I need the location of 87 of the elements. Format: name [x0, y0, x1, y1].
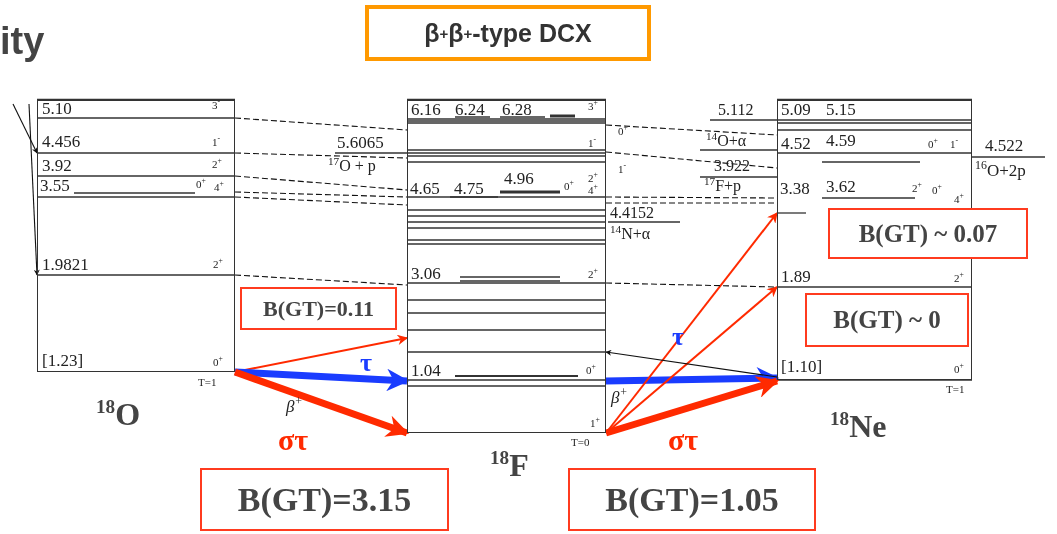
operator-label: στ: [668, 425, 699, 455]
level-energy: 3.06: [411, 265, 441, 282]
level-energy: 6.28: [502, 101, 532, 118]
spin-parity: 4$^{+}$: [588, 185, 598, 196]
dashed-connector: [234, 152, 408, 159]
spin-parity: 2$^{+}$: [212, 159, 222, 170]
heading-fragment: ity: [0, 22, 45, 60]
threshold-label: $^{17}$F+p: [704, 178, 742, 194]
threshold-label: $^{14}$O+α: [706, 133, 747, 149]
arrow: [28, 103, 40, 276]
level-energy: 3.92: [42, 157, 72, 174]
threshold-energy: 4.4152: [610, 205, 654, 221]
arrow: [605, 286, 778, 434]
spin-parity: 0$^{+}$: [928, 139, 938, 150]
isospin-label: T=0: [571, 437, 590, 448]
arrow: [604, 376, 780, 437]
dashed-connector: [234, 196, 408, 206]
spin-parity: 2$^{+}$: [588, 173, 598, 184]
spin-parity: 0$^{+}$: [586, 365, 596, 376]
operator-label: στ: [278, 425, 309, 455]
spin-parity: 0$^{+}$: [213, 357, 223, 368]
spin-parity: 1$^{-}$: [588, 138, 597, 149]
arrow: [605, 349, 778, 378]
spin-parity: 0$^{+}$: [196, 179, 206, 190]
spin-parity: 0$^{+}$: [954, 364, 964, 375]
spin-parity: 2$^{+}$: [954, 273, 964, 284]
spin-parity: 3$^{+}$: [588, 101, 598, 112]
spin-parity: 0$^{+}$: [932, 185, 942, 196]
level-energy: 5.09: [781, 101, 811, 118]
level-energy: 3.62: [826, 178, 856, 195]
isospin-label: T=1: [198, 377, 217, 388]
threshold-energy: 5.6065: [337, 134, 384, 151]
level-energy: 4.65: [410, 180, 440, 197]
decay-label: β$^{+}$: [286, 398, 303, 415]
level-energy: 1.04: [411, 362, 441, 379]
level-energy: 4.456: [42, 133, 81, 150]
threshold-label: $^{16}$O+2p: [975, 162, 1026, 179]
spin-parity: 1$^{-}$: [950, 139, 959, 150]
arrow: [12, 103, 38, 154]
nucleus-label: $^{18}$F: [490, 448, 529, 481]
dashed-connector: [234, 274, 408, 286]
threshold-label: $^{17}$O + p: [328, 158, 376, 174]
arrow: [233, 368, 410, 437]
threshold-energy: 4.522: [985, 137, 1024, 154]
spin-parity: 0$^{+}$: [618, 126, 628, 137]
spin-parity: 3$^{-}$: [212, 100, 221, 111]
level-energy: 6.24: [455, 101, 485, 118]
level-energy: 3.55: [40, 177, 70, 194]
strength-value-box: B(GT)=0.11: [240, 287, 397, 330]
spin-parity: 2$^{+}$: [588, 269, 598, 280]
spin-parity: 2$^{+}$: [912, 183, 922, 194]
level-energy: 1.9821: [42, 256, 89, 273]
level-energy: 4.59: [826, 132, 856, 149]
strength-value-box: B(GT) ~ 0.07: [828, 208, 1028, 259]
level-energy: 4.96: [504, 170, 534, 187]
spin-parity: 1$^{-}$: [618, 164, 627, 175]
spin-parity: 1$^{+}$: [590, 418, 600, 429]
decay-label: β$^{+}$: [611, 389, 628, 406]
level-energy: 4.75: [454, 180, 484, 197]
level-energy: 1.89: [781, 268, 811, 285]
level-energy: [1.10]: [781, 358, 823, 375]
spin-parity: 1$^{-}$: [212, 137, 221, 148]
threshold-energy: 5.112: [718, 102, 754, 118]
level-energy: 5.15: [826, 101, 856, 118]
strength-value-box: B(GT) ~ 0: [805, 293, 969, 347]
level-energy: 4.52: [781, 135, 811, 152]
nucleus-label: $^{18}$Ne: [830, 409, 887, 442]
isospin-label: T=1: [946, 384, 965, 395]
level-energy: 5.10: [42, 100, 72, 117]
spin-parity: 4$^{+}$: [214, 182, 224, 193]
spin-parity: 2$^{+}$: [213, 259, 223, 270]
level-energy: [1.23]: [42, 352, 84, 369]
level-energy: 3.38: [780, 180, 810, 197]
strength-value-box: B(GT)=3.15: [200, 468, 449, 531]
dashed-connector: [234, 117, 408, 131]
operator-label: τ: [360, 350, 372, 376]
spin-parity: 0$^{+}$: [564, 181, 574, 192]
dashed-connector: [234, 175, 408, 191]
level-energy: 6.16: [411, 101, 441, 118]
arrow: [234, 368, 410, 392]
threshold-label: $^{14}$N+α: [610, 226, 651, 242]
nucleus-label: $^{18}$O: [96, 397, 141, 430]
strength-value-box: B(GT)=1.05: [568, 468, 816, 531]
arrow: [605, 212, 778, 434]
dashed-connector: [234, 191, 408, 198]
threshold-energy: 3.922: [714, 158, 750, 174]
dashed-connector: [605, 151, 778, 169]
